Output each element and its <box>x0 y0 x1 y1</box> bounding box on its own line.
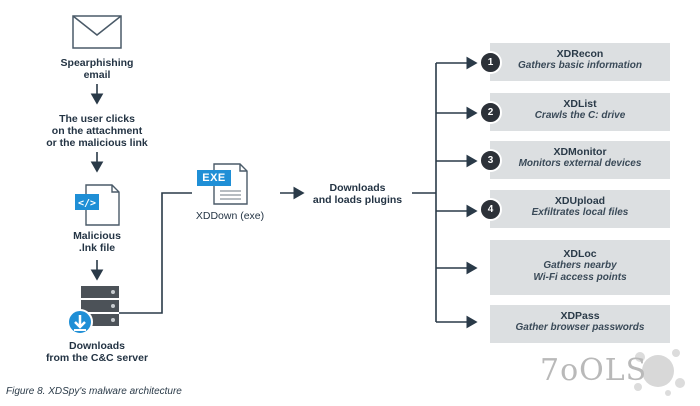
exe-label: EXE <box>202 172 226 184</box>
plugin-box-xdrecon: XDRecon Gathers basic information <box>490 43 670 81</box>
exe-file-icon <box>197 163 248 205</box>
plugin-desc: Monitors external devices <box>518 158 642 169</box>
xddown-label: XDDown (exe) <box>195 210 265 222</box>
step-lnk-file-label: Malicious .lnk file <box>73 230 121 254</box>
line-server-to-xddown <box>119 192 192 314</box>
server-download-icon <box>67 286 119 335</box>
plugin-desc: Gathers nearby Wi-Fi access points <box>533 260 627 283</box>
plugin-desc: Exfiltrates local files <box>531 207 629 218</box>
step-badge-4: 4 <box>479 198 502 221</box>
figure-caption: Figure 8. XDSpy's malware architecture <box>6 386 182 397</box>
plugin-desc: Crawls the C: drive <box>534 110 626 121</box>
plugin-name: XDUpload <box>554 195 606 207</box>
envelope-icon <box>72 15 122 49</box>
plugin-box-xdloc: XDLoc Gathers nearby Wi-Fi access points <box>490 240 670 295</box>
plugin-name: XDMonitor <box>553 146 607 158</box>
plugin-name: XDRecon <box>556 48 604 60</box>
step-user-clicks-label: The user clicks on the attachment or the… <box>46 113 148 149</box>
svg-text:</>: </> <box>78 198 96 209</box>
plugin-name: XDLoc <box>563 248 597 260</box>
step-badge-1: 1 <box>479 51 502 74</box>
step-spearphishing-label: Spearphishing email <box>60 57 134 81</box>
step-badge-2: 2 <box>479 101 502 124</box>
plugin-name: XDList <box>563 98 597 110</box>
watermark-splash-icon <box>634 349 685 396</box>
step-downloads-cc-label: Downloads from the C&C server <box>45 340 149 364</box>
plugin-desc: Gathers basic information <box>518 60 642 71</box>
plugin-name: XDPass <box>560 310 600 322</box>
plugin-box-xdpass: XDPass Gather browser passwords <box>490 305 670 343</box>
step-badge-3: 3 <box>479 149 502 172</box>
plugin-box-xdlist: XDList Crawls the C: drive <box>490 93 670 131</box>
lnk-file-icon: </> <box>75 184 120 226</box>
watermark-text: 7oOLS <box>540 353 648 388</box>
downloads-plugins-label: Downloads and loads plugins <box>312 182 403 206</box>
plugin-desc: Gather browser passwords <box>515 322 645 333</box>
plugin-box-xdmonitor: XDMonitor Monitors external devices <box>490 141 670 179</box>
plugin-box-xdupload: XDUpload Exfiltrates local files <box>490 190 670 228</box>
